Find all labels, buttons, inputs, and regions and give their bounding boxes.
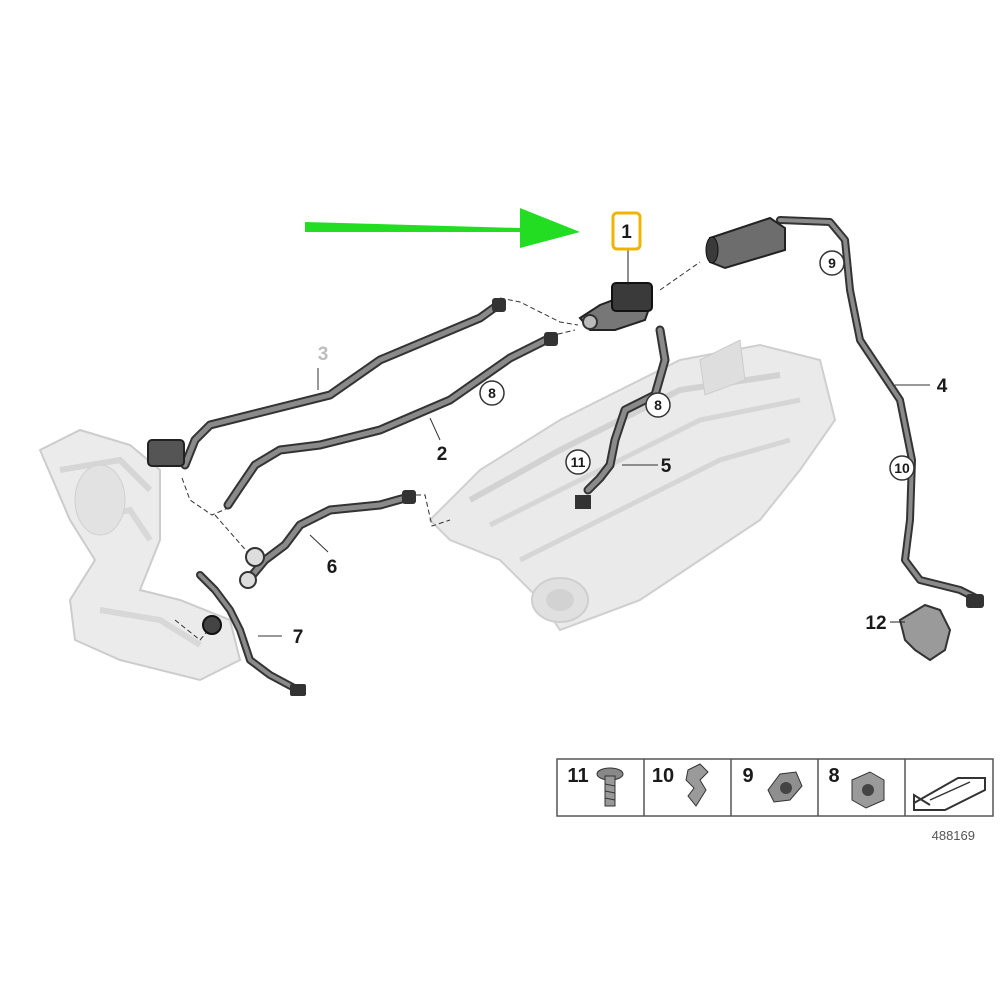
- callout-1-highlight-box: [611, 211, 642, 251]
- callout-9-circle: 9: [819, 250, 845, 276]
- hose-connectors: [147, 298, 984, 696]
- legend-item-11: 11: [567, 765, 624, 807]
- callout-8b: 8: [654, 397, 662, 413]
- legend-number-10: 10: [652, 765, 674, 787]
- hoses: [180, 216, 984, 694]
- callout-5: 5: [661, 456, 672, 477]
- callout-8b-circle: 8: [645, 392, 671, 418]
- legend-number-8: 8: [828, 765, 839, 787]
- callout-1: 1: [621, 222, 632, 243]
- clamp-icon: [767, 771, 803, 803]
- bolt-icon: [596, 767, 624, 807]
- legend-item-10: 10: [652, 763, 709, 807]
- vent-valve-part: [578, 250, 654, 331]
- callout-11-circle: 11: [565, 449, 591, 475]
- clip-icon: [685, 763, 709, 807]
- callout-3: 3: [318, 344, 329, 365]
- callout-10-circle: 10: [889, 455, 915, 481]
- leader-lines: [174, 261, 701, 641]
- intake-manifold: [428, 339, 837, 632]
- callout-8a-circle: 8: [479, 380, 505, 406]
- reference-number: 488169: [932, 828, 975, 843]
- callout-12: 12: [865, 613, 886, 634]
- gasket-icon: [913, 777, 986, 811]
- callout-10: 10: [894, 460, 910, 476]
- turbocharger-pipe: [38, 428, 242, 682]
- legend: 11 10 9 8: [556, 758, 994, 817]
- bracket-part: [890, 603, 952, 662]
- callout-7: 7: [293, 627, 304, 648]
- legend-number-11: 11: [567, 765, 588, 787]
- legend-item-9: 9: [742, 765, 803, 803]
- legend-number-9: 9: [742, 765, 753, 787]
- callout-2: 2: [437, 444, 448, 465]
- legend-item-8: 8: [828, 765, 885, 809]
- callout-11: 11: [571, 454, 586, 470]
- holder-icon: [851, 771, 885, 809]
- callout-8a: 8: [488, 385, 496, 401]
- green-arrow-icon: [305, 208, 580, 248]
- legend-item-gasket: [913, 777, 986, 811]
- callout-9: 9: [828, 255, 836, 271]
- label-leaders: [258, 368, 930, 637]
- silencer-part: [705, 216, 786, 270]
- callout-6: 6: [327, 557, 338, 578]
- callout-4: 4: [937, 376, 948, 397]
